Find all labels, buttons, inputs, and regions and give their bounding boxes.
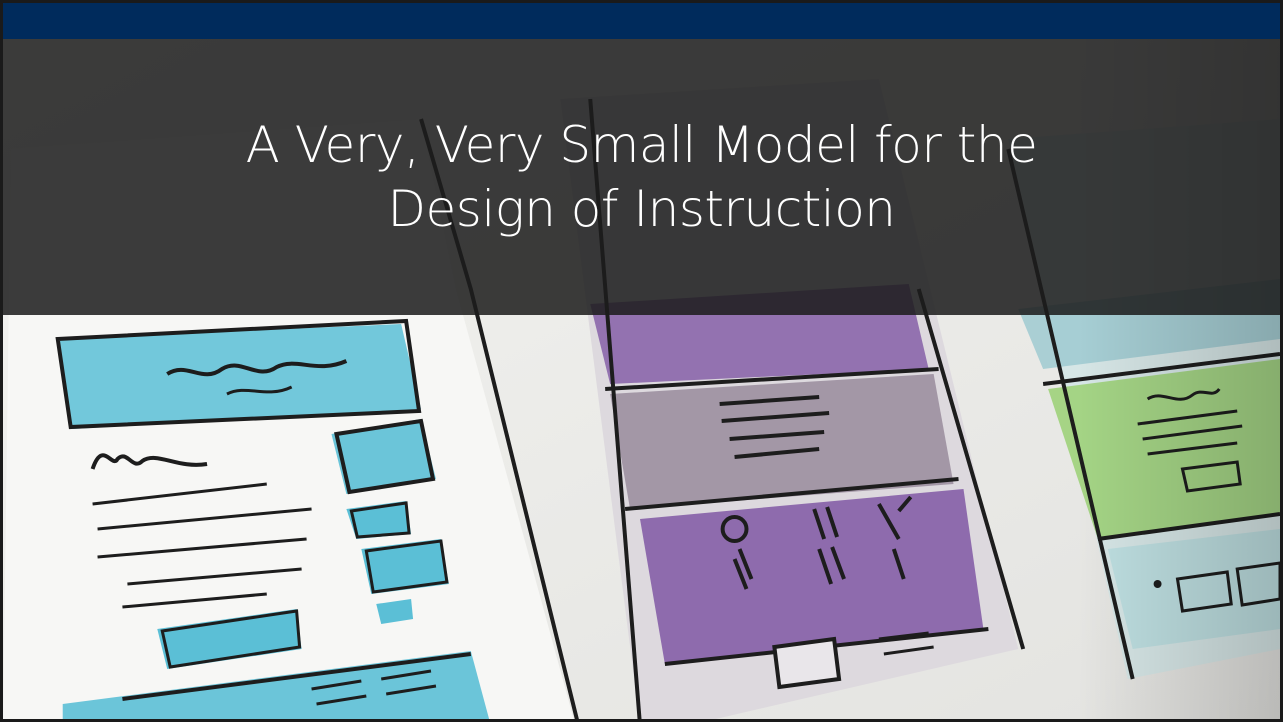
- title-overlay-band: [3, 39, 1280, 315]
- top-accent-bar: [3, 3, 1280, 39]
- slide-title-line-2: Design of Instruction: [387, 180, 896, 238]
- slide-title-line-1: A Very, Very Small Model for the: [245, 116, 1038, 174]
- slide-title: A Very, Very Small Model for the Design …: [3, 113, 1280, 241]
